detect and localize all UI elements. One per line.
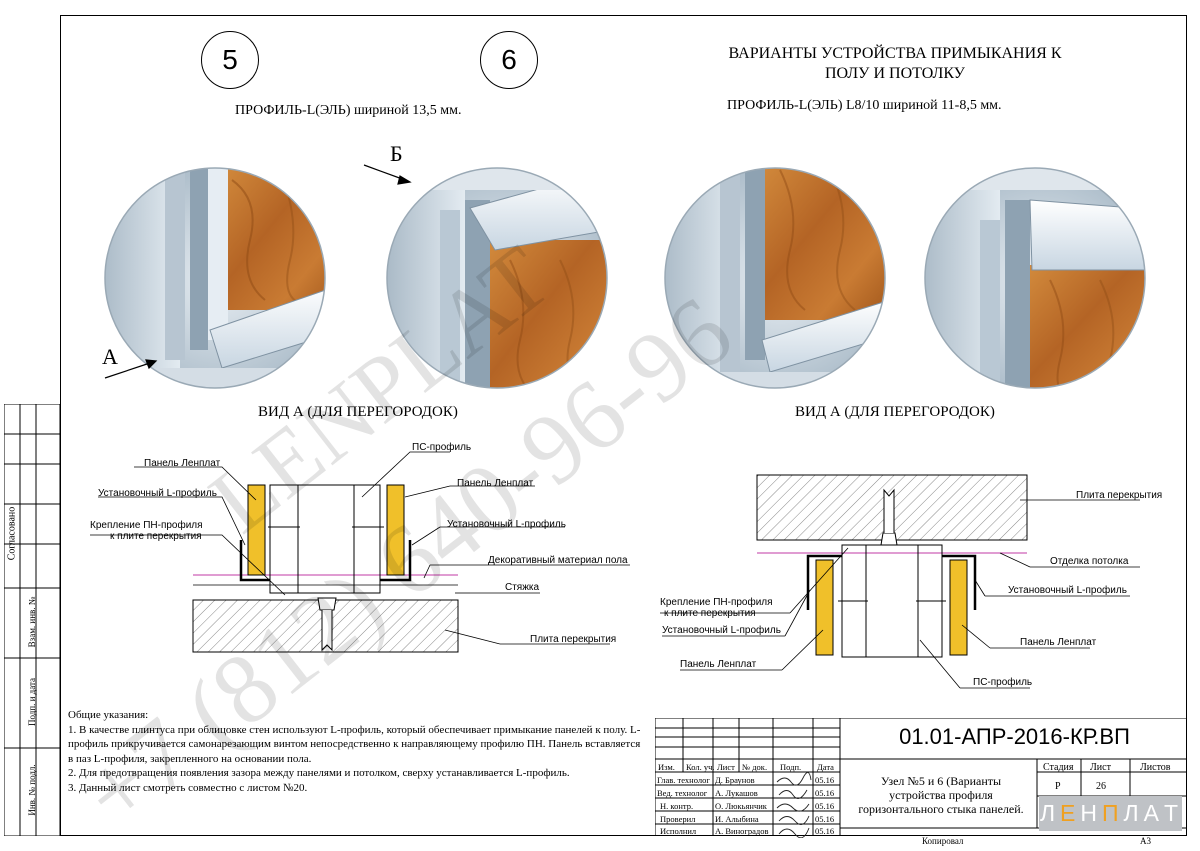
tb-stage-label: Стадия xyxy=(1043,762,1074,773)
left-label-floor-material: Декоративный материал пола xyxy=(488,555,628,566)
arrow-b-label: Б xyxy=(390,141,403,166)
tb-header-kol: Кол. уч. xyxy=(686,762,715,772)
tb-role-5: Исполнил xyxy=(660,826,697,836)
render-ceiling-profile-5 xyxy=(387,168,607,388)
profile-6-caption: ПРОФИЛЬ-L(ЭЛЬ) L8/10 шириной 11-8,5 мм. xyxy=(727,98,1002,113)
right-label-slab: Плита перекрытия xyxy=(1076,490,1163,501)
tb-date-5: 05.16 xyxy=(815,826,835,836)
tb-header-list: Лист xyxy=(717,762,735,772)
tb-role-3: Н. контр. xyxy=(660,801,694,811)
tb-date-2: 05.16 xyxy=(815,788,835,798)
document-code: 01.01-АПР-2016-КР.ВП xyxy=(899,724,1130,749)
tb-sheet-value: 26 xyxy=(1096,781,1106,792)
view-left-caption: ВИД А (ДЛЯ ПЕРЕГОРОДОК) xyxy=(258,404,458,420)
right-label-ps-profile: ПС-профиль xyxy=(973,677,1033,688)
tb-date-4: 05.16 xyxy=(815,814,835,824)
left-label-fastening-1: Крепление ПН-профиля xyxy=(90,520,203,531)
general-notes: Общие указания: 1. В качестве плинтуса п… xyxy=(68,708,648,795)
render-views xyxy=(104,164,1146,389)
left-label-install-profile-right: Установочный L-профиль xyxy=(447,519,566,530)
note-3: 3. Данный лист смотреть совместно с лист… xyxy=(68,781,308,794)
left-label-panel-right: Панель Ленплат xyxy=(457,478,534,489)
tb-sheet-label: Лист xyxy=(1090,762,1111,773)
tb-format: А3 xyxy=(1140,836,1151,846)
left-label-panel: Панель Ленплат xyxy=(144,458,221,469)
right-label-ceiling-finish: Отделка потолка xyxy=(1050,556,1129,567)
tb-date-1: 05.16 xyxy=(815,775,835,785)
left-label-ps-profile: ПС-профиль xyxy=(412,442,472,453)
binding-strip xyxy=(4,404,60,836)
tb-name-2: А. Лукашов xyxy=(715,788,758,798)
tb-header-doc: № док. xyxy=(742,762,768,772)
right-label-fastening-1: Крепление ПН-профиля xyxy=(660,597,773,608)
right-label-panel-left: Панель Ленплат xyxy=(680,659,757,670)
tb-name-1: Д. Браунов xyxy=(715,775,755,785)
arrow-a-label: А xyxy=(102,344,118,369)
sheet-title: ВАРИАНТЫ УСТРОЙСТВА ПРИМЫКАНИЯ К ПОЛУ И … xyxy=(728,45,1062,82)
tb-sheets-label: Листов xyxy=(1140,762,1171,773)
view-right-caption: ВИД А (ДЛЯ ПЕРЕГОРОДОК) xyxy=(795,404,995,420)
tb-date-3: 05.16 xyxy=(815,801,835,811)
tb-copied: Копировал xyxy=(922,836,964,846)
right-label-fastening-2: к плите перекрытия xyxy=(664,608,756,619)
right-label-panel-right: Панель Ленплат xyxy=(1020,637,1097,648)
signatures xyxy=(776,772,812,838)
tb-header-date: Дата xyxy=(817,762,834,772)
render-floor-profile-5 xyxy=(105,168,325,388)
note-2: 2. Для предотвращения появления зазора м… xyxy=(68,767,570,779)
left-label-install-profile: Установочный L-профиль xyxy=(98,488,217,499)
tb-name-3: О. Люкьянчик xyxy=(715,801,767,811)
tb-name-4: И. Алыбина xyxy=(715,814,759,824)
tb-description: Узел №5 и 6 (Варианты устройства профиля… xyxy=(858,774,1024,816)
tb-role-4: Проверил xyxy=(660,814,696,824)
tb-header-podp: Подп. xyxy=(780,762,802,772)
note-1: 1. В качестве плинтуса при облицовке сте… xyxy=(68,723,641,765)
right-label-install-profile-left: Установочный L-профиль xyxy=(662,625,781,636)
notes-heading: Общие указания: xyxy=(68,709,149,721)
right-label-install-profile-right: Установочный L-профиль xyxy=(1008,585,1127,596)
node-number-6: 6 xyxy=(480,31,538,89)
node-number-5: 5 xyxy=(201,31,259,89)
left-label-screed: Стяжка xyxy=(505,582,540,593)
tb-header-izm: Изм. xyxy=(658,762,675,772)
tb-role-2: Вед. технолог xyxy=(657,788,708,798)
tb-name-5: А. Виноградов xyxy=(715,826,769,836)
tb-stage-value: Р xyxy=(1055,781,1061,792)
left-label-slab: Плита перекрытия xyxy=(530,634,617,645)
left-label-fastening-2: к плите перекрытия xyxy=(110,531,202,542)
drawing-frame xyxy=(60,15,1187,836)
tb-role-1: Глав. технолог xyxy=(657,775,710,785)
profile-5-caption: ПРОФИЛЬ-L(ЭЛЬ) шириной 13,5 мм. xyxy=(235,103,462,118)
